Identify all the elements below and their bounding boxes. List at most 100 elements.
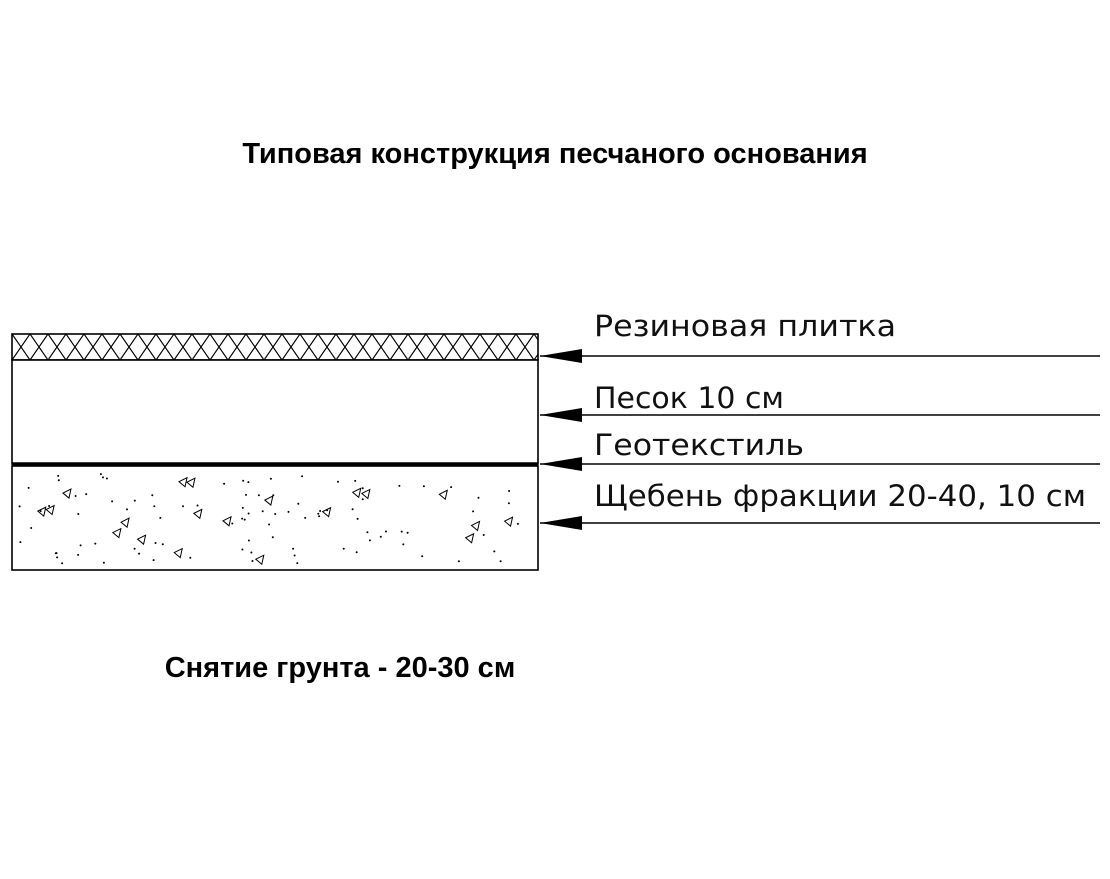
gravel-dot (243, 518, 246, 521)
gravel-dot (56, 556, 59, 559)
gravel-dot (79, 544, 82, 547)
gravel-stone (111, 527, 122, 539)
gravel-dot (57, 474, 60, 477)
gravel-dot (366, 531, 369, 534)
gravel-dot (493, 550, 496, 553)
gravel-dot (297, 502, 300, 505)
gravel-dot (274, 513, 277, 515)
gravel-dot (472, 510, 475, 513)
gravel-dot (111, 500, 114, 503)
gravel-stone (45, 504, 55, 516)
gravel-stone (470, 520, 481, 532)
gravel-dot (99, 473, 102, 476)
gravel-dot (516, 522, 519, 525)
gravel-dot (293, 554, 296, 557)
gravel-dot (337, 480, 339, 483)
gravel-dot (318, 515, 321, 518)
gravel-dot (189, 556, 192, 559)
gravel-dot (251, 560, 254, 562)
gravel-dot (400, 530, 403, 533)
gravel-dot (105, 477, 108, 480)
gravel-dot (250, 551, 253, 554)
gravel-dot (398, 484, 401, 487)
gravel-dot (268, 523, 271, 526)
gravel-dot (317, 512, 320, 515)
gravel-stone (254, 554, 265, 566)
gravel-dot (223, 482, 226, 485)
gravel-dot (154, 542, 157, 544)
gravel-dot (30, 527, 33, 529)
gravel-dot (153, 505, 156, 508)
gravel-dot (231, 522, 234, 525)
gravel-dot (161, 543, 164, 546)
gravel-dot (126, 508, 128, 511)
gravel-dot (354, 479, 357, 482)
gravel-dot (74, 495, 77, 497)
gravel-dot (482, 534, 485, 536)
gravel-dot (508, 490, 511, 492)
gravel-dot (368, 539, 371, 542)
gravel-dot (61, 562, 64, 565)
gravel-stone (263, 495, 274, 506)
leader-geotextile (540, 457, 1100, 471)
gravel-dot (457, 560, 460, 563)
gravel-dot (151, 494, 154, 497)
gravel-dot (271, 536, 274, 539)
gravel-dot (355, 551, 358, 554)
gravel-stone (136, 534, 147, 546)
gravel-dot (257, 494, 260, 497)
gravel-dot (301, 475, 304, 478)
gravel-dot (48, 505, 51, 507)
leader-gravel (540, 516, 1100, 530)
gravel-dot (319, 510, 322, 512)
gravel-stone (62, 488, 72, 499)
gravel-dot (261, 510, 264, 513)
gravel-stone (351, 487, 362, 499)
gravel-dot (18, 505, 21, 508)
gravel-dot (19, 541, 22, 544)
gravel-dot (152, 559, 155, 562)
gravel-dot (241, 548, 244, 551)
gravel-dot (402, 543, 405, 546)
gravel-dot (77, 553, 80, 556)
gravel-layer (11, 465, 539, 571)
gravel-dot (379, 535, 382, 538)
gravel-dot (356, 517, 359, 520)
soil-removal-note: Снятие грунта - 20-30 см (164, 652, 516, 684)
gravel-dot (39, 510, 42, 513)
gravel-stone (36, 506, 47, 518)
gravel-stone (464, 532, 475, 544)
gravel-stone (120, 517, 130, 529)
gravel-dot (269, 477, 272, 480)
gravel-dot (102, 476, 104, 479)
gravel-stone (360, 488, 371, 500)
gravel-stone (173, 547, 183, 559)
gravel-dot (247, 512, 250, 515)
label-sand: Песок 10 см (594, 381, 784, 415)
gravel-dot (287, 510, 290, 513)
gravel-dot (507, 502, 510, 505)
gravel-dot (477, 496, 480, 499)
gravel-dot (242, 479, 245, 482)
gravel-dot (499, 560, 502, 563)
gravel-dot (422, 485, 425, 488)
gravel-dot (182, 505, 184, 508)
label-rubber-tile: Резиновая плитка (594, 309, 896, 343)
gravel-dot (77, 513, 80, 515)
gravel-dot (133, 499, 136, 502)
label-gravel: Щебень фракции 20-40, 10 см (594, 479, 1086, 513)
gravel-dot (450, 486, 453, 489)
gravel-dot (27, 486, 30, 489)
gravel-stone (192, 508, 203, 520)
gravel-stone (503, 516, 514, 528)
gravel-dot (196, 504, 199, 507)
gravel-dot (94, 542, 97, 545)
leader-rubber-tile (540, 349, 1100, 363)
rubber-tile-layer (11, 333, 539, 361)
gravel-dot (361, 487, 364, 490)
gravel-dot (54, 552, 57, 555)
gravel-dot (57, 479, 60, 482)
gravel-dot (102, 561, 105, 564)
gravel-dot (296, 562, 299, 565)
